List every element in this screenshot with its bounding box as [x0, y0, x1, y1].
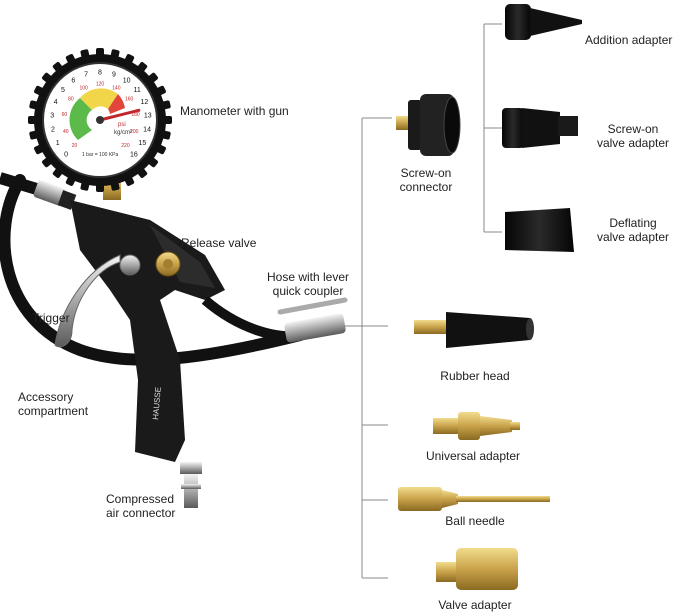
gauge-bumper-tooth — [146, 156, 158, 168]
gauge-bumper-tooth — [159, 100, 171, 110]
gauge-bumper-tooth — [159, 130, 171, 140]
gauge-bumper-tooth — [80, 49, 90, 61]
gauge-bar-number: 7 — [84, 71, 88, 78]
label-compressed: Compressed air connector — [106, 492, 176, 520]
gauge-bumper-tooth — [34, 143, 46, 155]
gauge-bar-number: 14 — [143, 127, 151, 134]
gauge-bumper-tooth — [34, 85, 46, 97]
gauge-bumper-tooth — [96, 182, 104, 192]
gauge-psi-number: 40 — [63, 129, 69, 135]
gauge-bumper-tooth — [80, 179, 90, 191]
gauge-psi-number: 180 — [131, 112, 140, 118]
gauge-bumper-tooth — [136, 62, 148, 74]
label-screw-on-connector: Screw-on connector — [399, 166, 453, 194]
gauge-bumper-tooth — [136, 166, 148, 178]
gauge-bumper-tooth — [29, 100, 41, 110]
label-deflating-valve-adapter: Deflating valve adapter — [596, 216, 670, 244]
gauge-bumper-tooth — [96, 48, 104, 58]
hose-fitting — [33, 180, 67, 206]
gauge-bar-number: 15 — [138, 140, 146, 147]
gauge-bumper-tooth — [65, 174, 77, 186]
gauge-psi-number: 60 — [62, 112, 68, 118]
gauge-psi-number: 160 — [125, 97, 134, 103]
gauge-bumper-tooth — [123, 174, 135, 186]
gauge-bumper-tooth — [28, 116, 38, 124]
gauge-bar-number: 10 — [123, 77, 131, 84]
gauge-bumper-tooth — [110, 179, 120, 191]
universal-adapter-part — [433, 412, 520, 440]
gauge-psi-number: 80 — [68, 97, 74, 103]
gauge-bar-number: 11 — [133, 87, 140, 94]
gauge-bumper-tooth — [162, 116, 172, 124]
gauge-unit-bottom: kg/cm² — [114, 130, 132, 136]
brand-text: HAUSSE — [151, 387, 163, 421]
air-connector — [180, 462, 202, 474]
label-universal-adapter: Universal adapter — [425, 449, 521, 463]
gauge-psi-number: 120 — [96, 82, 105, 88]
gauge-psi-number: 140 — [112, 86, 121, 92]
gauge-bumper-tooth — [154, 85, 166, 97]
gauge-unit-top: psi — [118, 122, 126, 128]
rubber-head-part — [414, 312, 534, 348]
gauge-psi-number: 220 — [121, 143, 130, 149]
gauge-bumper-tooth — [154, 143, 166, 155]
gauge-bar-number: 8 — [98, 69, 102, 76]
gauge-bar-number: 1 — [56, 140, 60, 147]
screw-on-connector-part — [396, 94, 461, 156]
label-manometer: Manometer with gun — [180, 104, 289, 118]
gauge-bar-number: 12 — [140, 99, 148, 106]
label-rubber-head: Rubber head — [440, 369, 510, 383]
hose — [0, 174, 306, 366]
gauge-bar-number: 6 — [71, 77, 75, 84]
screw-on-valve-adapter-part — [502, 108, 578, 148]
gauge-bumper-tooth — [65, 54, 77, 66]
gauge-bar-number: 0 — [64, 151, 68, 158]
label-valve-adapter: Valve adapter — [438, 598, 512, 612]
gauge-bumper-tooth — [29, 130, 41, 140]
label-ball-needle: Ball needle — [445, 514, 505, 528]
label-hose-coupler: Hose with lever quick coupler — [266, 270, 350, 298]
gauge-bumper-tooth — [52, 62, 64, 74]
label-addition-adapter: Addition adapter — [585, 33, 673, 47]
gauge-bar-number: 3 — [50, 113, 54, 120]
deflating-valve-adapter-part — [505, 208, 574, 252]
gauge-bar-number: 5 — [61, 87, 65, 94]
quick-coupler — [284, 313, 346, 343]
gauge-bar-number: 13 — [144, 113, 152, 120]
gauge-bumper-tooth — [123, 54, 135, 66]
gauge-psi-number: 100 — [79, 86, 88, 92]
gauge-bar-number: 2 — [51, 127, 55, 134]
label-screw-on-valve-adapter: Screw-on valve adapter — [596, 122, 670, 150]
connector-lines — [344, 23, 502, 579]
trigger — [54, 254, 121, 348]
label-accessory: Accessory compartment — [18, 390, 89, 418]
gauge-bar-number: 16 — [130, 151, 138, 158]
valve-adapter-part — [436, 548, 518, 590]
label-release-valve: Release valve — [181, 236, 257, 250]
gauge-footnote: 1 bar = 100 KPa — [82, 152, 118, 158]
gauge-bumper-tooth — [42, 72, 54, 84]
gauge-psi-number: 20 — [72, 143, 78, 149]
ball-needle-part — [398, 487, 550, 511]
gauge-bar-number: 9 — [112, 71, 116, 78]
gauge-psi-number: 200 — [130, 129, 139, 135]
gauge-bumper-tooth — [110, 49, 120, 61]
gauge-bumper-tooth — [146, 72, 158, 84]
gauge-bar-number: 4 — [54, 99, 58, 106]
gauge-bumper-tooth — [52, 166, 64, 178]
gauge-bumper-tooth — [42, 156, 54, 168]
label-trigger: Trigger — [32, 311, 70, 325]
gauge-needle — [98, 108, 141, 122]
addition-adapter-part — [505, 4, 582, 40]
